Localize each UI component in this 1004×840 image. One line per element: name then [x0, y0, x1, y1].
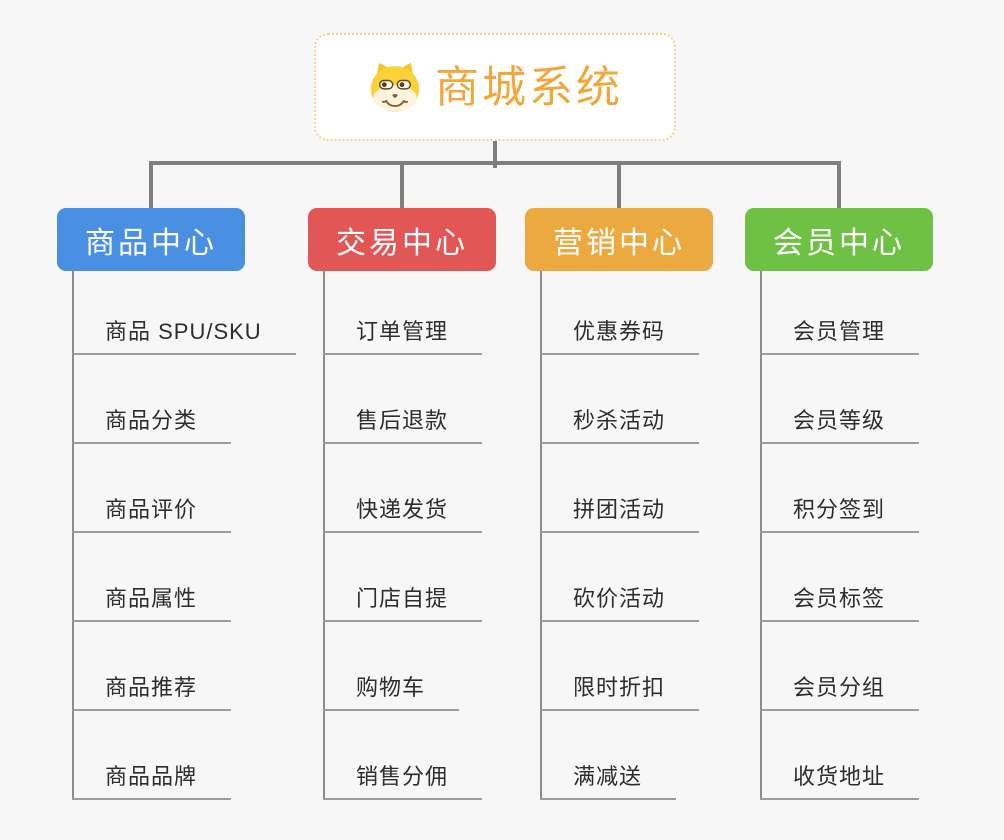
leaf-label: 满减送 — [540, 765, 677, 800]
branch-node[interactable]: 营销中心 — [525, 208, 713, 271]
leaf-label: 商品品牌 — [72, 765, 232, 800]
leaf-node[interactable]: 限时折扣 — [540, 676, 700, 711]
root-node[interactable]: 商城系统 — [314, 33, 676, 141]
root-title: 商城系统 — [435, 63, 623, 112]
leaf-label: 商品评价 — [72, 498, 232, 533]
leaf-node[interactable]: 会员管理 — [760, 320, 920, 355]
connector-hub-horizontal — [149, 161, 841, 165]
leaf-node[interactable]: 购物车 — [323, 676, 460, 711]
leaf-label: 商品分类 — [72, 409, 232, 444]
leaf-label: 商品 SPU/SKU — [72, 320, 296, 355]
leaf-node[interactable]: 秒杀活动 — [540, 409, 700, 444]
branch-children-column: 订单管理售后退款快递发货门店自提购物车销售分佣 — [323, 271, 575, 800]
connector-branch-stub — [400, 161, 404, 208]
doge-icon — [367, 61, 423, 113]
leaf-node[interactable]: 快递发货 — [323, 498, 483, 533]
leaf-node[interactable]: 优惠券码 — [540, 320, 700, 355]
leaf-label: 优惠券码 — [540, 320, 700, 355]
connector-root-vertical — [493, 141, 497, 168]
leaf-label: 商品推荐 — [72, 676, 232, 711]
leaf-label: 收货地址 — [760, 765, 920, 800]
leaf-node[interactable]: 收货地址 — [760, 765, 920, 800]
leaf-label: 拼团活动 — [540, 498, 700, 533]
leaf-node[interactable]: 拼团活动 — [540, 498, 700, 533]
leaf-node[interactable]: 会员等级 — [760, 409, 920, 444]
leaf-node[interactable]: 商品品牌 — [72, 765, 232, 800]
leaf-label: 会员等级 — [760, 409, 920, 444]
leaf-node[interactable]: 商品分类 — [72, 409, 232, 444]
leaf-node[interactable]: 会员分组 — [760, 676, 920, 711]
branch-children-column: 优惠券码秒杀活动拼团活动砍价活动限时折扣满减送 — [540, 271, 792, 800]
leaf-label: 订单管理 — [323, 320, 483, 355]
leaf-node[interactable]: 商品 SPU/SKU — [72, 320, 296, 355]
branch-children-column: 会员管理会员等级积分签到会员标签会员分组收货地址 — [760, 271, 1004, 800]
leaf-label: 会员标签 — [760, 587, 920, 622]
leaf-label: 积分签到 — [760, 498, 920, 533]
leaf-label: 购物车 — [323, 676, 460, 711]
leaf-label: 快递发货 — [323, 498, 483, 533]
leaf-node[interactable]: 满减送 — [540, 765, 677, 800]
leaf-label: 会员管理 — [760, 320, 920, 355]
leaf-node[interactable]: 商品推荐 — [72, 676, 232, 711]
leaf-node[interactable]: 售后退款 — [323, 409, 483, 444]
leaf-node[interactable]: 订单管理 — [323, 320, 483, 355]
leaf-node[interactable]: 门店自提 — [323, 587, 483, 622]
leaf-label: 会员分组 — [760, 676, 920, 711]
connector-branch-stub — [617, 161, 621, 208]
leaf-node[interactable]: 商品评价 — [72, 498, 232, 533]
leaf-label: 砍价活动 — [540, 587, 700, 622]
leaf-label: 门店自提 — [323, 587, 483, 622]
branch-node[interactable]: 商品中心 — [57, 208, 245, 271]
connector-branch-stub — [837, 161, 841, 208]
branch-node[interactable]: 会员中心 — [745, 208, 933, 271]
leaf-label: 商品属性 — [72, 587, 232, 622]
branch-node[interactable]: 交易中心 — [308, 208, 496, 271]
leaf-node[interactable]: 商品属性 — [72, 587, 232, 622]
branch-children-column: 商品 SPU/SKU 商品分类商品评价商品属性商品推荐商品品牌 — [72, 271, 324, 800]
leaf-label: 销售分佣 — [323, 765, 483, 800]
leaf-label: 秒杀活动 — [540, 409, 700, 444]
leaf-label: 售后退款 — [323, 409, 483, 444]
leaf-node[interactable]: 会员标签 — [760, 587, 920, 622]
connector-branch-stub — [149, 161, 153, 208]
leaf-node[interactable]: 砍价活动 — [540, 587, 700, 622]
leaf-label: 限时折扣 — [540, 676, 700, 711]
leaf-node[interactable]: 销售分佣 — [323, 765, 483, 800]
leaf-node[interactable]: 积分签到 — [760, 498, 920, 533]
